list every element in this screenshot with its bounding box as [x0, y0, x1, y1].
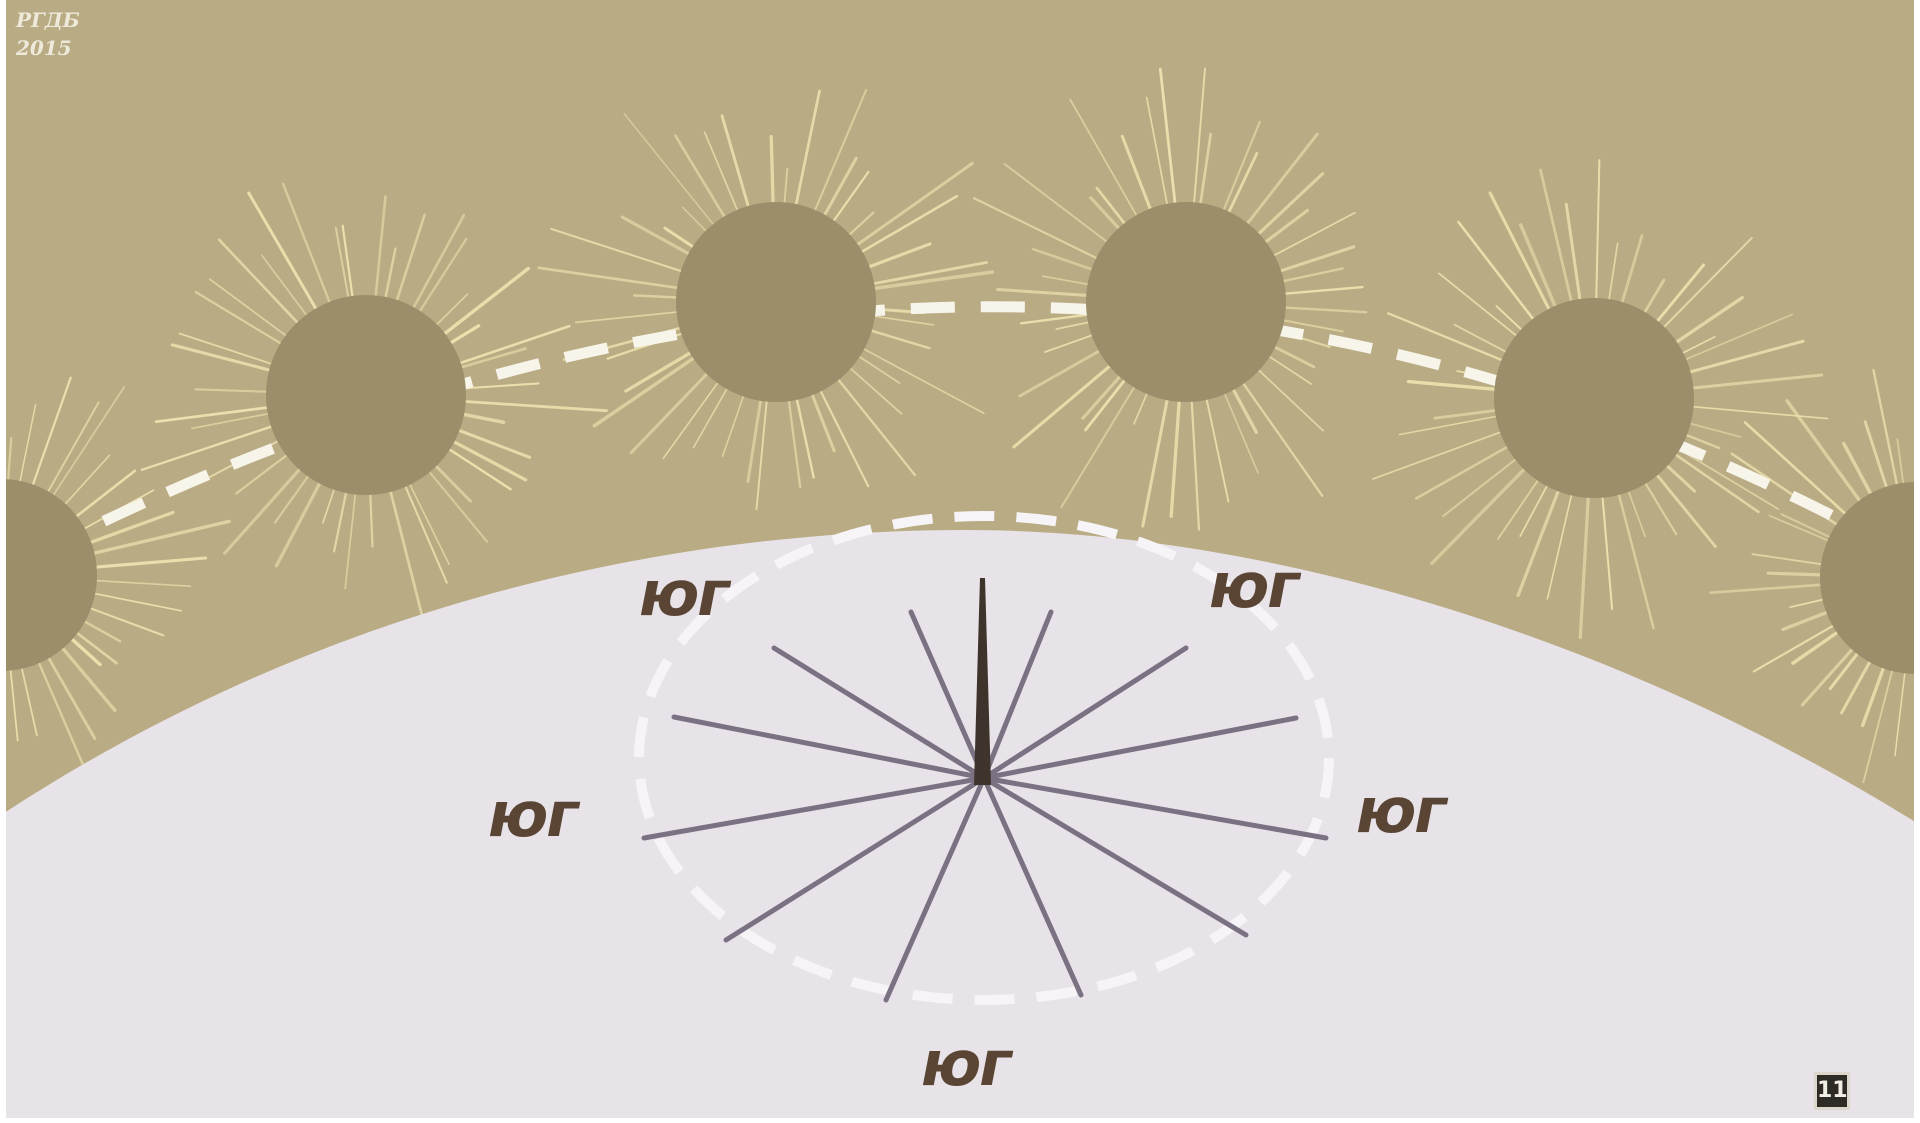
sun-ray — [1768, 573, 1828, 575]
watermark-library-name: РГДБ — [16, 8, 80, 32]
sundial-scene — [6, 0, 1914, 1118]
watermark-year: 2015 — [16, 36, 72, 60]
sun-disc-4 — [1086, 202, 1286, 402]
sun-disc-5 — [1494, 298, 1694, 498]
direction-label-south-left: юг — [488, 784, 577, 846]
direction-label-south-bottom: юг — [921, 1033, 1010, 1095]
sun-disc-3 — [676, 202, 876, 402]
direction-label-south-right: юг — [1356, 780, 1445, 842]
direction-label-south-top-right: юг — [1209, 555, 1298, 617]
frame-number-badge: 11 — [1814, 1072, 1850, 1110]
direction-label-south-top-left: юг — [639, 563, 728, 625]
filmstrip-frame: РГДБ 2015 юг юг юг юг юг 11 — [6, 0, 1914, 1118]
sun-disc-2 — [266, 295, 466, 495]
sun-ray — [771, 137, 773, 210]
